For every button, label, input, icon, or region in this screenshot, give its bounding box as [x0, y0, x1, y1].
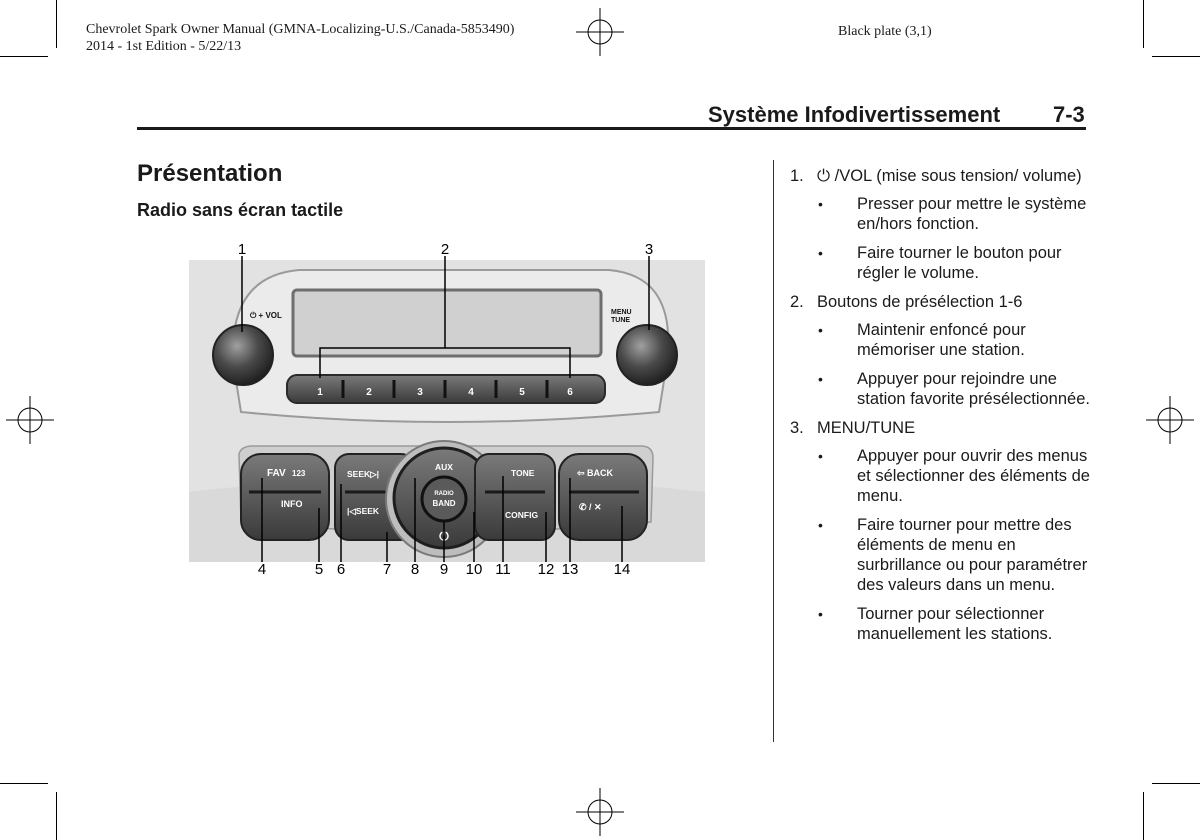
callout-1: 1 — [238, 242, 246, 258]
callout-3: 3 — [645, 242, 653, 258]
bullet-icon: • — [818, 322, 823, 338]
print-header-line2: 2014 - 1st Edition - 5/22/13 — [86, 39, 242, 54]
radio-panel-figure: 1 2 3 4 5 6 ⏻ + VOL MENU TUNE FAV 123 IN… — [189, 242, 705, 576]
item-label: MENU/TUNE — [817, 419, 916, 437]
fav-123-label: 123 — [292, 469, 306, 478]
radio-label: RADIO — [434, 491, 454, 497]
tone-config-buttons — [474, 453, 556, 541]
list-subitem: • Presser pour mettre le système en/hors … — [790, 194, 1090, 234]
page-number: 7-3 — [1053, 102, 1085, 127]
page-heading: Présentation — [137, 160, 283, 187]
item-label: Boutons de présélection 1-6 — [817, 293, 1023, 311]
radio-band-button — [420, 475, 468, 523]
seek-back-label: |◁SEEK — [347, 506, 380, 516]
print-header-line1: Chevrolet Spark Owner Manual (GMNA-Local… — [86, 22, 515, 37]
subitem-text: Presser pour mettre le système en/hors f… — [857, 195, 1087, 233]
power-volume-knob — [212, 324, 274, 386]
registration-mark-left — [6, 396, 54, 444]
list-subitem: • Maintenir enfoncé pour mémoriser une st… — [790, 320, 1090, 360]
registration-mark-right — [1146, 396, 1194, 444]
header-rule — [137, 127, 1086, 130]
power-vol-label: ⏻ + VOL — [250, 311, 282, 320]
preset-6-label: 6 — [567, 387, 573, 398]
phone-mute-label: ✆ / ✕ — [579, 502, 602, 512]
callout-13: 13 — [562, 561, 579, 576]
list-subitem: • Appuyer pour rejoindre une station favo… — [790, 369, 1090, 409]
list-item: 1. ⏻ /VOL (mise sous tension/ volume) — [790, 166, 1090, 186]
section-title: Système Infodivertissement — [708, 102, 1001, 127]
tone-label: TONE — [511, 468, 535, 478]
callout-11: 11 — [495, 561, 511, 576]
preset-1-label: 1 — [317, 387, 323, 398]
list-subitem: • Faire tourner pour mettre des éléments … — [790, 515, 1090, 595]
bullet-icon: • — [818, 245, 823, 261]
control-description-list: 1. ⏻ /VOL (mise sous tension/ volume) • P… — [790, 166, 1090, 653]
registration-mark-top — [576, 8, 624, 56]
subitem-text: Faire tourner pour mettre des éléments d… — [857, 516, 1088, 594]
back-phone-buttons — [558, 453, 648, 541]
item-number: 1. — [790, 167, 804, 185]
plate-label: Black plate (3,1) — [838, 24, 932, 39]
band-label: BAND — [432, 499, 455, 508]
bullet-icon: • — [818, 196, 823, 212]
preset-4-label: 4 — [468, 387, 474, 398]
bullet-icon: • — [818, 517, 823, 533]
callout-4: 4 — [258, 561, 266, 576]
callout-6: 6 — [337, 561, 345, 576]
list-subitem: • Faire tourner le bouton pour régler le … — [790, 243, 1090, 283]
display-window — [291, 288, 603, 358]
callout-10: 10 — [466, 561, 483, 576]
callout-14: 14 — [614, 561, 631, 576]
item-number: 3. — [790, 419, 804, 437]
list-item: 2. Boutons de présélection 1-6 — [790, 292, 1090, 312]
tune-label: TUNE — [611, 317, 630, 324]
callout-2: 2 — [441, 242, 449, 258]
fav-label: FAV — [267, 468, 286, 479]
bullet-icon: • — [818, 606, 823, 622]
column-divider — [773, 160, 774, 742]
preset-2-label: 2 — [366, 387, 372, 398]
callout-9: 9 — [440, 561, 448, 576]
aux-label: AUX — [435, 462, 453, 472]
page-subheading: Radio sans écran tactile — [137, 200, 344, 220]
subitem-text: Appuyer pour ouvrir des menus et sélecti… — [857, 447, 1090, 505]
config-label: CONFIG — [505, 510, 538, 520]
bullet-icon: • — [818, 448, 823, 464]
seek-forward-label: SEEK▷| — [347, 469, 379, 479]
subitem-text: Maintenir enfoncé pour mémoriser une sta… — [857, 321, 1026, 359]
callout-12: 12 — [538, 561, 555, 576]
subitem-text: Appuyer pour rejoindre une station favor… — [857, 370, 1090, 408]
back-label: ⇦ BACK — [576, 468, 614, 478]
preset-3-label: 3 — [417, 387, 423, 398]
callout-7: 7 — [383, 561, 391, 576]
list-subitem: • Tourner pour sélectionner manuellement … — [790, 604, 1090, 644]
registration-mark-bottom — [576, 788, 624, 836]
list-subitem: • Appuyer pour ouvrir des menus et sélect… — [790, 446, 1090, 506]
info-label: INFO — [281, 499, 303, 509]
list-item: 3. MENU/TUNE — [790, 418, 1090, 438]
callout-8: 8 — [411, 561, 419, 576]
callout-5: 5 — [315, 561, 323, 576]
preset-5-label: 5 — [519, 387, 525, 398]
item-number: 2. — [790, 293, 804, 311]
print-header: Chevrolet Spark Owner Manual (GMNA-Local… — [86, 21, 514, 55]
menu-tune-knob — [616, 324, 678, 386]
fav-info-buttons — [240, 453, 330, 541]
bullet-icon: • — [818, 371, 823, 387]
menu-label: MENU — [611, 309, 632, 316]
item-label: ⏻ /VOL (mise sous tension/ volume) — [817, 167, 1082, 185]
subitem-text: Faire tourner le bouton pour régler le v… — [857, 244, 1062, 282]
subitem-text: Tourner pour sélectionner manuellement l… — [857, 605, 1053, 643]
